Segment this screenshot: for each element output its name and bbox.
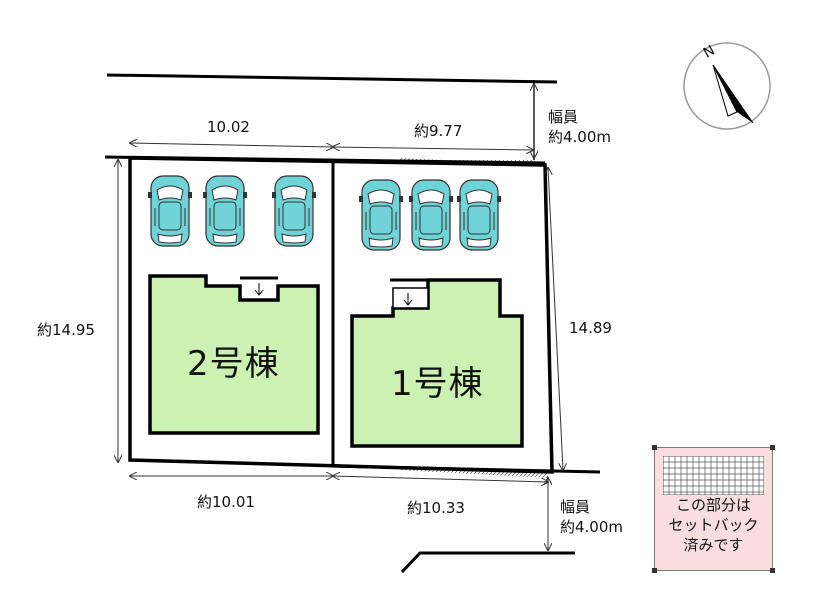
road-width-value: 約4.00m — [548, 128, 612, 146]
dim-line-top-left — [130, 143, 333, 147]
building-1-label: 1号棟 — [391, 364, 484, 404]
road-width-label: 幅員 — [548, 108, 579, 126]
legend-line: この部分は — [675, 496, 751, 514]
building-2-label: 2号棟 — [187, 344, 280, 384]
dim-line-right — [548, 168, 563, 470]
road-width-south: 幅員 約4.00m — [560, 497, 623, 537]
legend-hatch-swatch — [663, 456, 764, 495]
dim-label-bottom-right: 約10.33 — [407, 499, 465, 517]
legend-text: この部分は セットバック 済みです — [655, 495, 772, 555]
road-width-value: 約4.00m — [560, 518, 624, 536]
car-icon — [358, 179, 404, 251]
dim-label-top-left: 10.02 — [207, 118, 250, 136]
dim-line-bottom-right — [333, 476, 548, 482]
dim-label-bottom-left: 約10.01 — [197, 493, 255, 511]
setback-legend: この部分は セットバック 済みです — [652, 445, 775, 573]
building-2-footprint — [148, 274, 320, 435]
car-icon — [271, 175, 317, 247]
legend-line: 済みです — [683, 536, 744, 554]
car-icon — [408, 179, 454, 251]
lot-top-extension — [104, 155, 546, 165]
entrance-arrow-icon — [254, 283, 264, 296]
entrance-arrow-icon — [403, 293, 413, 306]
dim-label-left-side: 約14.95 — [37, 321, 95, 339]
road-north-edge — [106, 73, 558, 84]
car-icon — [202, 175, 248, 247]
legend-line: セットバック — [668, 516, 759, 534]
building-1-footprint — [350, 278, 524, 448]
road-width-label: 幅員 — [560, 498, 591, 516]
dim-label-top-right: 約9.77 — [414, 122, 463, 140]
car-icon — [147, 175, 193, 247]
compass-icon — [683, 42, 771, 130]
dim-line-top-right — [333, 147, 533, 150]
road-south-edge — [400, 551, 575, 574]
entrance-box-1 — [392, 287, 429, 309]
dim-label-right-side: 14.89 — [569, 319, 612, 337]
road-width-north: 幅員 約4.00m — [548, 107, 611, 147]
car-icon — [456, 179, 502, 251]
